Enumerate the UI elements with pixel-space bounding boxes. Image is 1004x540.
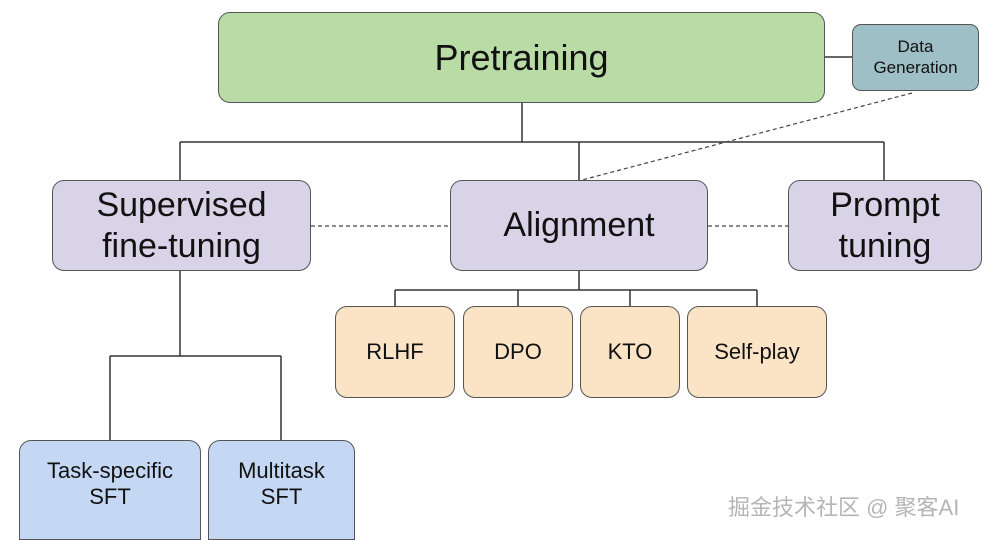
sft-label-line1: Supervised <box>96 185 267 224</box>
self-play-node: Self-play <box>687 306 827 398</box>
multitask-sft-label-line2: SFT <box>260 484 303 509</box>
data-generation-label-line2: Generation <box>873 57 958 77</box>
rlhf-label: RLHF <box>366 338 424 364</box>
dashed-datagen-alignment <box>581 92 913 181</box>
task-specific-sft-label-line1: Task-specific <box>47 457 173 483</box>
sft-label-line2: fine-tuning <box>102 226 261 265</box>
self-play-label: Self-play <box>714 338 800 364</box>
multitask-sft-label-line1: Multitask <box>238 457 325 483</box>
prompt-tuning-node: Prompt tuning <box>788 180 982 271</box>
alignment-label: Alignment <box>503 206 655 245</box>
watermark: 掘金技术社区 @ 聚客AI <box>728 495 960 520</box>
dpo-label: DPO <box>494 338 542 364</box>
supervised-fine-tuning-node: Supervised fine-tuning <box>52 180 311 271</box>
task-specific-sft-node: Task-specific SFT <box>19 440 201 540</box>
kto-label: KTO <box>607 338 653 364</box>
rlhf-node: RLHF <box>335 306 455 398</box>
kto-node: KTO <box>580 306 680 398</box>
dpo-node: DPO <box>463 306 573 398</box>
multitask-sft-node: Multitask SFT <box>208 440 355 540</box>
task-specific-sft-label-line2: SFT <box>89 484 131 509</box>
data-generation-node: Data Generation <box>852 24 979 91</box>
pretraining-label: Pretraining <box>434 36 609 78</box>
prompt-tuning-label-line1: Prompt <box>830 185 940 224</box>
alignment-node: Alignment <box>450 180 708 271</box>
prompt-tuning-label-line2: tuning <box>838 226 932 265</box>
data-generation-label-line1: Data <box>897 37 934 57</box>
pretraining-node: Pretraining <box>218 12 825 103</box>
